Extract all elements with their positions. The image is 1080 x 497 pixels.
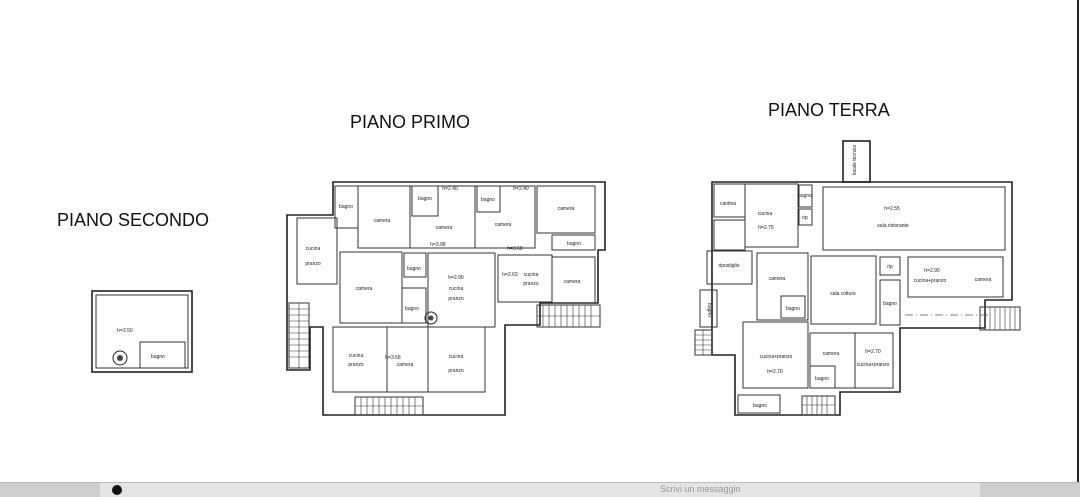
room-height: h=2.90 (924, 268, 940, 274)
room-height: h=3.08 (430, 242, 446, 248)
room-height: h=2.63 (502, 272, 518, 278)
avatar[interactable] (112, 485, 122, 495)
room-label: locale tecnico (852, 145, 858, 176)
room-label: bagno (786, 306, 800, 312)
room-label: bagno (339, 204, 353, 210)
room-label: cucina+pranzo (760, 354, 793, 360)
room-label: bagno (883, 301, 897, 307)
plan-piano-secondo: h=2.50 bagno (91, 290, 193, 373)
room-label: cucina (758, 211, 773, 217)
room-label: pranzo (448, 368, 464, 374)
taskbar: Scrivi un messaggio (0, 482, 1080, 497)
room-label: camera (374, 218, 391, 224)
title-piano-primo: PIANO PRIMO (350, 112, 470, 132)
room-label: bagno (798, 193, 812, 199)
stairs-right (536, 304, 601, 328)
room-label: rip (802, 215, 808, 221)
room-label: cucina (306, 246, 321, 252)
floor-plans: PIANO SECONDO PIANO PRIMO PIANO TERRA h=… (57, 100, 1021, 416)
spiral-stair-core (117, 355, 123, 361)
window-edge (1077, 0, 1079, 482)
room-label: camera (356, 286, 373, 292)
stairs-bottom (801, 395, 836, 416)
room-label: cucina (349, 353, 364, 359)
room-label: bagno (418, 196, 432, 202)
room-label: bagno (481, 197, 495, 203)
room-label: bagno (706, 303, 712, 317)
room-height: h=2.50 (117, 328, 133, 334)
room-label: bagno (567, 241, 581, 247)
room-label: pranzo (305, 261, 321, 267)
spiral-stair-icon (424, 311, 438, 325)
room-label: camera (558, 206, 575, 212)
room-label: camera (495, 222, 512, 228)
room-label: bagno (753, 403, 767, 409)
room-height: h=2.55 (884, 206, 900, 212)
title-piano-secondo: PIANO SECONDO (57, 210, 209, 230)
stairs-left (694, 329, 713, 356)
room-label: pranzo (348, 362, 364, 368)
room-height: h=2.40 (513, 186, 529, 192)
room-label: bagno (815, 376, 829, 382)
room-height: h=2.40 (442, 186, 458, 192)
room-height: h=3.68 (507, 246, 523, 252)
plan-piano-primo: bagno camera bagno h=2.40 camera h=3.08 … (286, 181, 606, 416)
room-label: sala colture (830, 291, 856, 297)
room-label: camera (975, 277, 992, 283)
stairs-right (979, 306, 1021, 331)
chat-bar (100, 483, 980, 497)
plan-piano-terra: locale tecnico cantina cucina h=2.75 bag… (694, 140, 1021, 416)
room-label: cucina+pranzo (857, 362, 890, 368)
stairs-left (288, 302, 310, 369)
room-label: sala ristorante (877, 223, 909, 229)
room-label: camera (397, 362, 414, 368)
room-label: ripostiglio (718, 263, 739, 269)
room-label: cucina (524, 272, 539, 278)
room-label: cucina+pranzo (914, 278, 947, 284)
room-label: camera (436, 225, 453, 231)
room-label: cantina (720, 201, 736, 207)
room-label: camera (823, 351, 840, 357)
room-label: camera (769, 276, 786, 282)
stairs-bottom (354, 396, 424, 416)
spiral-stair-core (428, 315, 434, 321)
room-label: cucina (449, 354, 464, 360)
room-label: bagno (407, 266, 421, 272)
room-height: h=3.68 (385, 355, 401, 361)
room-label: camera (564, 279, 581, 285)
title-piano-terra: PIANO TERRA (768, 100, 890, 120)
message-input[interactable]: Scrivi un messaggio (660, 484, 741, 494)
room-label: bagno (405, 306, 419, 312)
room-height: h=2.75 (758, 225, 774, 231)
room-label: pranzo (523, 281, 539, 287)
room-label: bagno (151, 354, 165, 360)
room-height: h=2.70 (767, 369, 783, 375)
room-height: h=2.70 (865, 349, 881, 355)
room-height: h=2.90 (448, 275, 464, 281)
room-label: pranzo (448, 296, 464, 302)
spiral-stair-icon (112, 350, 128, 366)
room-label: cucina (449, 286, 464, 292)
room-label: rip (887, 264, 893, 270)
